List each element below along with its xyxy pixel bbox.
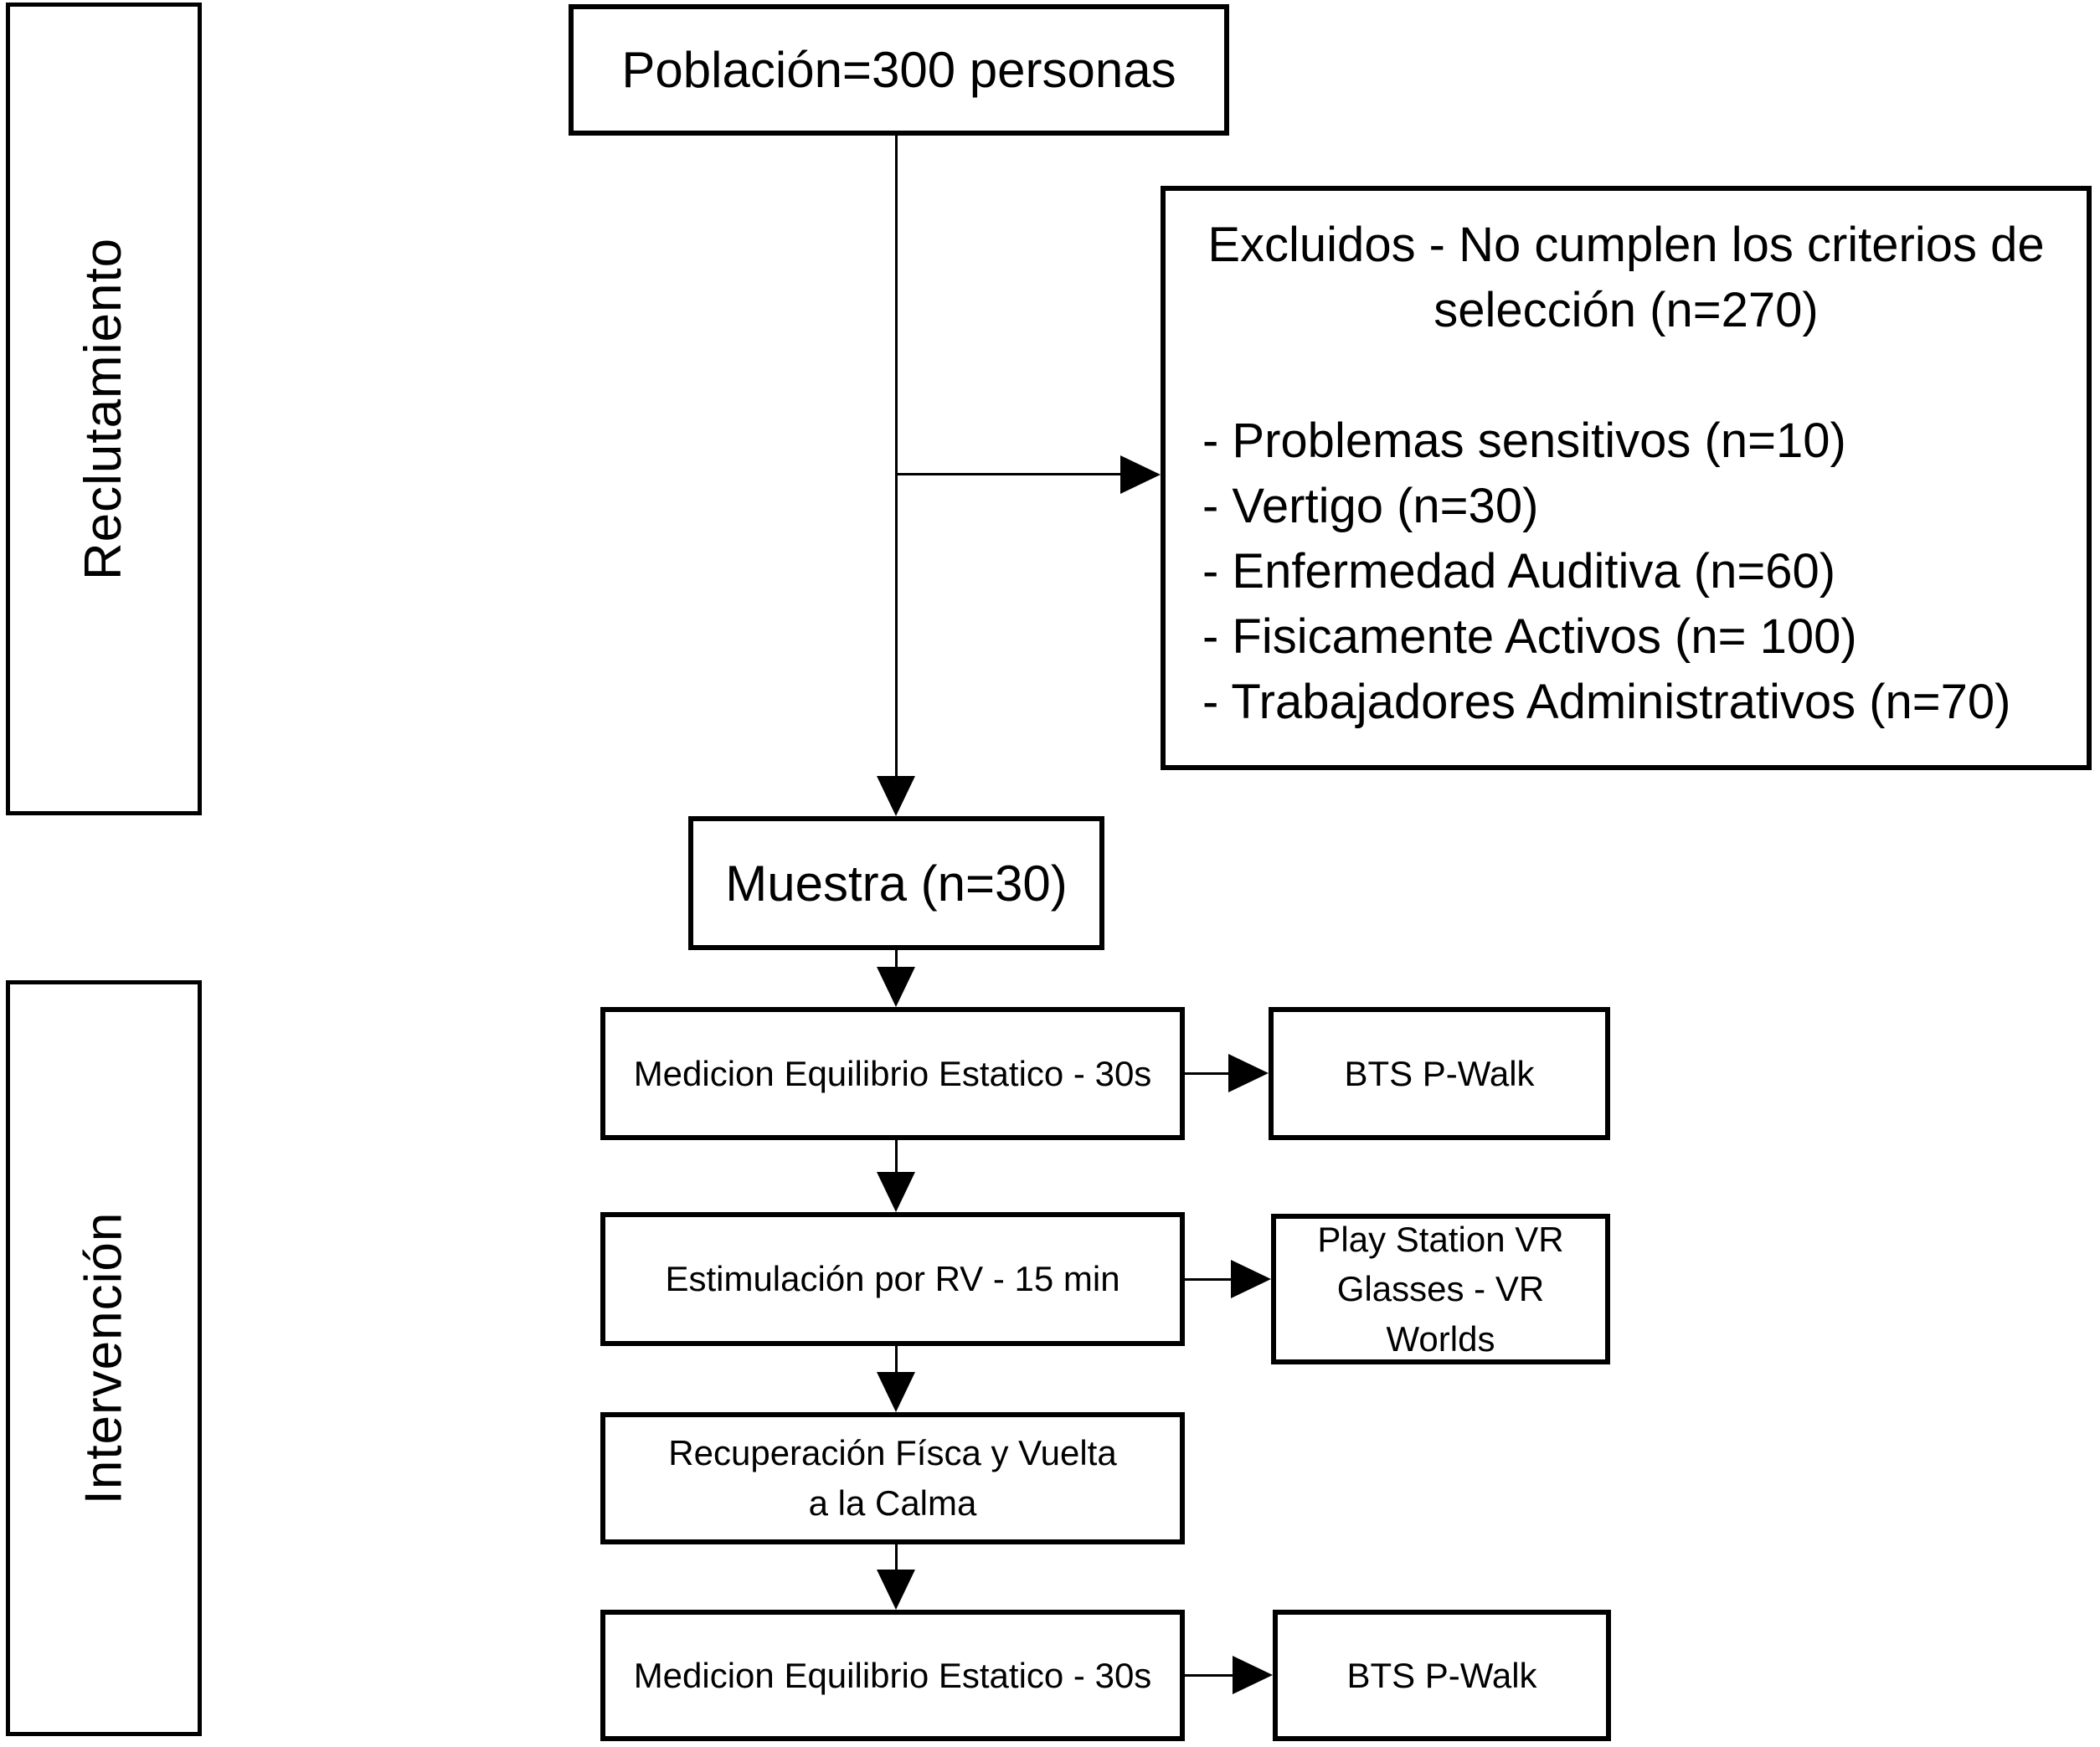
arrowhead-into-bts-post [1233,1656,1273,1694]
node-poblacion: Población=300 personas [569,4,1229,136]
excluded-item: - Trabajadores Administrativos (n=70) [1202,675,2011,729]
phase-box-intervencion: Intervención [6,980,202,1736]
node-bts-pre: BTS P-Walk [1269,1007,1610,1140]
excluded-item: - Fisicamente Activos (n= 100) [1202,609,1857,664]
node-excluidos: Excluidos - No cumplen los criterios de … [1161,186,2092,770]
arrowhead-into-estimulacion [877,1172,915,1212]
node-bts-pre-label: BTS P-Walk [1344,1053,1535,1093]
node-psvr: Play Station VR Glasses - VR Worlds [1271,1214,1610,1364]
excluded-list: - Problemas sensitivos (n=10) - Vertigo … [1202,408,2050,735]
connector-poblacion-to-muestra [895,136,898,778]
connector-branch-to-excluidos [896,473,1124,475]
phase-label-reclutamiento: Reclutamiento [75,237,133,581]
excluded-title: Excluidos - No cumplen los criterios de … [1207,218,2045,337]
arrowhead-into-medicion-post [877,1570,915,1610]
node-medicion-pre: Medicion Equilibrio Estatico - 30s [600,1007,1185,1140]
connector-estimulacion-to-recuperacion [895,1346,898,1375]
node-estimulacion-label: Estimulación por RV - 15 min [665,1259,1120,1299]
node-medicion-post: Medicion Equilibrio Estatico - 30s [600,1610,1185,1741]
arrowhead-into-psvr [1231,1260,1271,1298]
arrowhead-into-excluidos [1120,455,1161,494]
phase-box-reclutamiento: Reclutamiento [6,3,202,815]
excluded-item: - Vertigo (n=30) [1202,479,1539,533]
node-muestra-label: Muestra (n=30) [725,855,1068,912]
arrowhead-into-muestra [877,776,915,816]
node-muestra: Muestra (n=30) [688,816,1104,950]
node-recuperacion-label: Recuperación Físca y Vuelta a la Calma [668,1433,1117,1523]
connector-medicion-post-to-bts-post [1185,1674,1236,1677]
node-bts-post: BTS P-Walk [1273,1610,1611,1741]
excluded-item: - Enfermedad Auditiva (n=60) [1202,544,1836,599]
phase-label-intervencion: Intervención [75,1211,133,1505]
connector-recuperacion-to-medicion-post [895,1544,898,1573]
node-psvr-label: Play Station VR Glasses - VR Worlds [1317,1219,1564,1359]
arrowhead-into-recuperacion [877,1372,915,1412]
arrowhead-into-bts-pre [1228,1054,1269,1092]
connector-medicion-pre-to-bts-pre [1185,1072,1232,1075]
node-bts-post-label: BTS P-Walk [1346,1655,1537,1695]
node-recuperacion: Recuperación Físca y Vuelta a la Calma [600,1412,1185,1544]
node-poblacion-label: Población=300 personas [621,42,1176,98]
connector-estimulacion-to-psvr [1185,1278,1234,1281]
node-estimulacion: Estimulación por RV - 15 min [600,1212,1185,1346]
node-medicion-pre-label: Medicion Equilibrio Estatico - 30s [633,1053,1152,1093]
arrowhead-into-medicion-pre [877,967,915,1007]
excluded-item: - Problemas sensitivos (n=10) [1202,414,1846,468]
connector-medicion-pre-to-estimulacion [895,1140,898,1175]
connector-muestra-to-medicion-pre [895,950,898,970]
node-medicion-post-label: Medicion Equilibrio Estatico - 30s [633,1655,1152,1695]
